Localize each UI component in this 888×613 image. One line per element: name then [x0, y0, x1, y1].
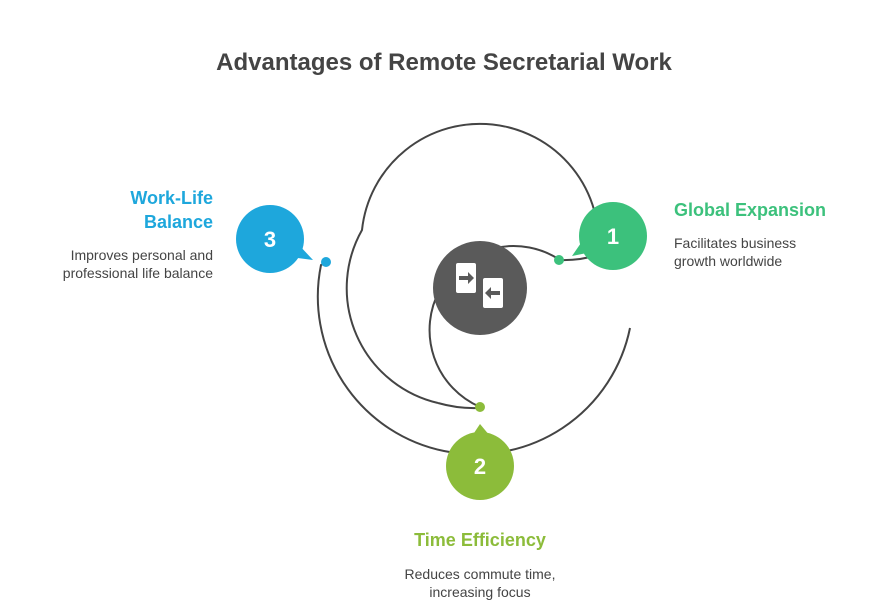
- description-line: growth worldwide: [674, 253, 783, 269]
- time-efficiency-heading: Time Efficiency: [414, 530, 546, 550]
- description-line: increasing focus: [429, 584, 531, 600]
- work-life-balance-description: Improves personal and professional life …: [20, 246, 213, 282]
- time-efficiency-description: Reduces commute time, increasing focus: [368, 565, 592, 601]
- work-life-balance-heading: Work-Life Balance: [80, 186, 213, 234]
- heading-line: Work-Life: [130, 188, 213, 208]
- badge-1: 1: [572, 202, 647, 270]
- badge-3: 3: [236, 205, 313, 273]
- badge-2: 2: [446, 424, 514, 500]
- description-line: Improves personal and: [70, 247, 213, 263]
- global-expansion-description: Facilitates business growth worldwide: [674, 234, 796, 270]
- description-line: professional life balance: [62, 265, 213, 281]
- dot-time-efficiency: [475, 402, 485, 412]
- global-expansion-heading: Global Expansion: [674, 200, 827, 220]
- dot-work-life-balance: [321, 257, 331, 267]
- outer-arc: [316, 262, 631, 456]
- transfer-icon: [456, 263, 503, 308]
- badge-1-number: 1: [607, 224, 619, 249]
- badge-2-number: 2: [474, 454, 486, 479]
- badge-3-number: 3: [264, 227, 276, 252]
- description-line: Reduces commute time,: [404, 566, 556, 582]
- dot-global-expansion: [554, 255, 564, 265]
- description-line: Facilitates business: [674, 235, 797, 251]
- diagram-title: Advantages of Remote Secretarial Work: [216, 49, 672, 76]
- heading-line: Balance: [143, 212, 213, 232]
- center-hub: [433, 241, 527, 335]
